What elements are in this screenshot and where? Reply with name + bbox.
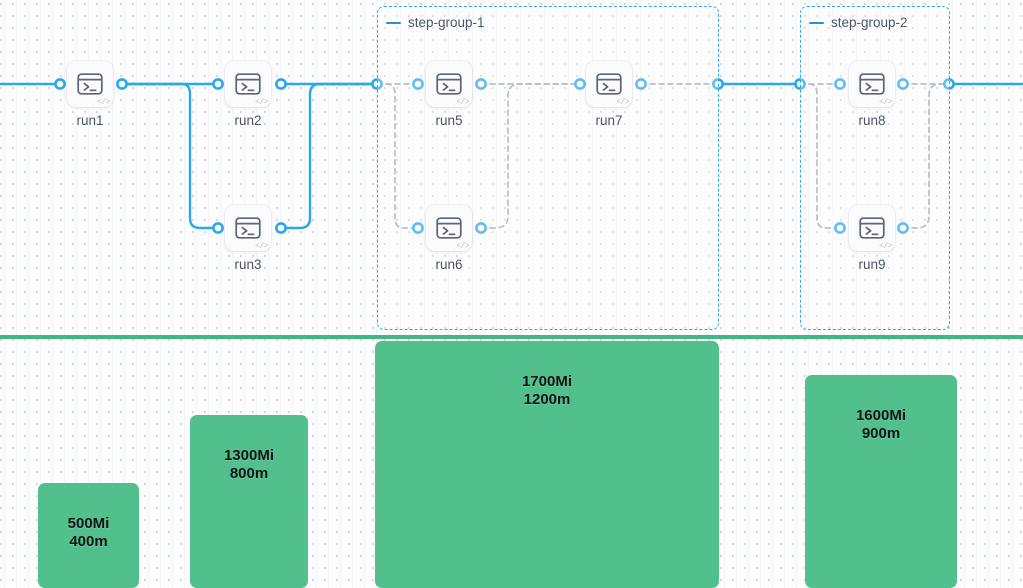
- node-run9[interactable]: </> run9: [849, 205, 895, 272]
- node-card[interactable]: </>: [849, 61, 895, 107]
- node-card[interactable]: </>: [426, 205, 472, 251]
- edge-run9-g2out: [902, 83, 950, 229]
- bar-memory-label: 500Mi: [67, 515, 110, 532]
- node-card[interactable]: </>: [586, 61, 632, 107]
- node-port[interactable]: [54, 78, 66, 90]
- code-icon: </>: [255, 242, 268, 251]
- edge-run6-run7: [480, 83, 581, 229]
- minus-icon[interactable]: [386, 21, 401, 24]
- terminal-icon: [595, 72, 623, 96]
- node-run7[interactable]: </> run7: [586, 61, 632, 128]
- bar-cpu-label: 800m: [229, 465, 269, 482]
- node-port[interactable]: [834, 222, 846, 234]
- node-run6[interactable]: </> run6: [426, 205, 472, 272]
- code-icon: </>: [456, 242, 469, 251]
- node-port[interactable]: [834, 78, 846, 90]
- terminal-icon: [234, 216, 262, 240]
- node-card[interactable]: </>: [225, 61, 271, 107]
- bar-memory-label: 1600Mi: [855, 407, 907, 424]
- node-label: run9: [858, 257, 886, 272]
- code-icon: </>: [456, 98, 469, 107]
- terminal-icon: [435, 72, 463, 96]
- node-card[interactable]: </>: [67, 61, 113, 107]
- terminal-icon: [858, 72, 886, 96]
- terminal-icon: [435, 216, 463, 240]
- node-port[interactable]: [412, 78, 424, 90]
- node-label: run3: [234, 257, 262, 272]
- node-port[interactable]: [212, 222, 224, 234]
- group-title: step-group-2: [831, 15, 908, 30]
- port-layer: [54, 78, 955, 234]
- group-label-step-group-1[interactable]: step-group-1: [386, 15, 485, 30]
- node-card[interactable]: </>: [225, 205, 271, 251]
- terminal-icon: [76, 72, 104, 96]
- node-port[interactable]: [475, 78, 487, 90]
- node-run5[interactable]: </> run5: [426, 61, 472, 128]
- node-port[interactable]: [275, 78, 287, 90]
- node-port[interactable]: [412, 222, 424, 234]
- code-icon: </>: [879, 242, 892, 251]
- node-port[interactable]: [275, 222, 287, 234]
- bar-cpu-label: 900m: [861, 425, 901, 442]
- node-port[interactable]: [635, 78, 647, 90]
- group-frame-step-group-1[interactable]: [377, 6, 719, 330]
- node-run3[interactable]: </> run3: [225, 205, 271, 272]
- node-label: run2: [234, 113, 262, 128]
- node-port[interactable]: [897, 78, 909, 90]
- bar-cpu-label: 400m: [69, 533, 108, 550]
- edge-run1-run3: [120, 82, 220, 230]
- node-label: run1: [76, 113, 104, 128]
- minus-icon[interactable]: [809, 21, 824, 24]
- node-port[interactable]: [371, 78, 383, 90]
- node-port[interactable]: [116, 78, 128, 90]
- node-run1[interactable]: </> run1: [67, 61, 113, 128]
- node-label: run5: [435, 113, 463, 128]
- section-separator: [0, 335, 1023, 339]
- edge-g1in-run6: [376, 83, 419, 229]
- code-icon: </>: [616, 98, 629, 107]
- bar-memory-label: 1300Mi: [223, 447, 275, 464]
- group-frame-step-group-2[interactable]: [800, 6, 950, 330]
- edge-run3-group1: [279, 82, 379, 230]
- terminal-icon: [858, 216, 886, 240]
- edge-g2in-run9: [799, 83, 841, 229]
- node-run8[interactable]: </> run8: [849, 61, 895, 128]
- node-port[interactable]: [475, 222, 487, 234]
- bar-cpu-label: 1200m: [523, 391, 571, 408]
- node-label: run6: [435, 257, 463, 272]
- node-card[interactable]: </>: [849, 205, 895, 251]
- node-port[interactable]: [212, 78, 224, 90]
- node-run2[interactable]: </> run2: [225, 61, 271, 128]
- node-label: run7: [595, 113, 623, 128]
- code-icon: </>: [97, 98, 110, 107]
- group-label-step-group-2[interactable]: step-group-2: [809, 15, 908, 30]
- node-port[interactable]: [897, 222, 909, 234]
- bar-memory-label: 1700Mi: [521, 373, 573, 390]
- group-title: step-group-1: [408, 15, 485, 30]
- node-port[interactable]: [574, 78, 586, 90]
- node-card[interactable]: </>: [426, 61, 472, 107]
- code-icon: </>: [255, 98, 268, 107]
- node-label: run8: [858, 113, 886, 128]
- code-icon: </>: [879, 98, 892, 107]
- terminal-icon: [234, 72, 262, 96]
